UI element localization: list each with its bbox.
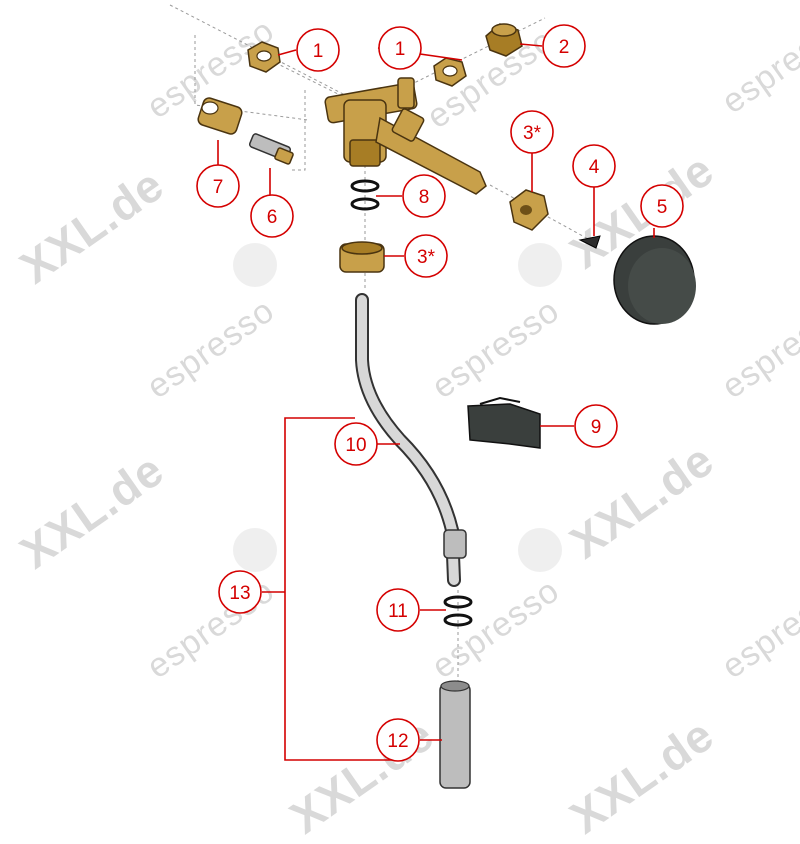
callout-6: 6 — [250, 194, 294, 238]
part-8-o-ring — [350, 179, 380, 211]
callout-1: 1 — [378, 26, 422, 70]
svg-text:4: 4 — [589, 157, 600, 178]
svg-text:13: 13 — [229, 583, 250, 604]
watermark-cup-icon — [233, 243, 562, 572]
callout-12: 12 — [376, 718, 420, 762]
callout-1: 1 — [296, 28, 340, 72]
callout-3-star: 3* — [510, 110, 554, 154]
svg-text:9: 9 — [591, 417, 602, 438]
parts-diagram: espresso XXL.de espresso espresso XXL.de… — [11, 4, 800, 843]
part-11-o-ring — [443, 595, 473, 627]
svg-text:11: 11 — [388, 601, 408, 622]
callout-8: 8 — [402, 174, 446, 218]
part-9-lever — [467, 396, 541, 449]
svg-text:1: 1 — [313, 41, 324, 62]
part-4-clip — [578, 235, 601, 249]
svg-text:6: 6 — [267, 207, 278, 228]
svg-text:2: 2 — [559, 37, 570, 58]
part-10-steam-tube — [355, 293, 467, 587]
callout-10: 10 — [334, 422, 378, 466]
callout-11: 11 — [376, 588, 420, 632]
svg-text:1: 1 — [395, 39, 406, 60]
steam-valve-body — [324, 77, 487, 195]
svg-text:8: 8 — [419, 187, 430, 208]
part-6-hose-nipple — [248, 133, 294, 165]
callout-5: 5 — [640, 184, 684, 228]
svg-text:3*: 3* — [417, 247, 436, 268]
assembly-13-bracket — [284, 417, 398, 761]
part-12-steam-tip — [439, 680, 471, 789]
assembly-lines — [169, 4, 591, 690]
callout-13: 13 — [218, 570, 262, 614]
svg-text:5: 5 — [657, 197, 668, 218]
svg-text:10: 10 — [345, 435, 366, 456]
part-7-fitting — [197, 97, 243, 135]
part-2-fitting — [485, 23, 523, 57]
callout-2: 2 — [542, 24, 586, 68]
callout-7: 7 — [196, 164, 240, 208]
part-3-union-nut — [509, 189, 549, 231]
part-3-union-nut — [339, 241, 385, 273]
part-1-hex-nut — [247, 41, 281, 73]
part-5-knob — [613, 235, 696, 325]
diagram-canvas: 1 1 2 3* 3* 4 5 6 7 8 9 10 11 12 13 — [169, 4, 696, 789]
callout-4: 4 — [572, 144, 616, 188]
svg-text:12: 12 — [387, 731, 408, 752]
callout-3-star: 3* — [404, 234, 448, 278]
part-1-hex-nut — [433, 57, 467, 87]
callout-9: 9 — [574, 404, 618, 448]
svg-text:3*: 3* — [523, 123, 542, 144]
svg-text:7: 7 — [213, 177, 224, 198]
